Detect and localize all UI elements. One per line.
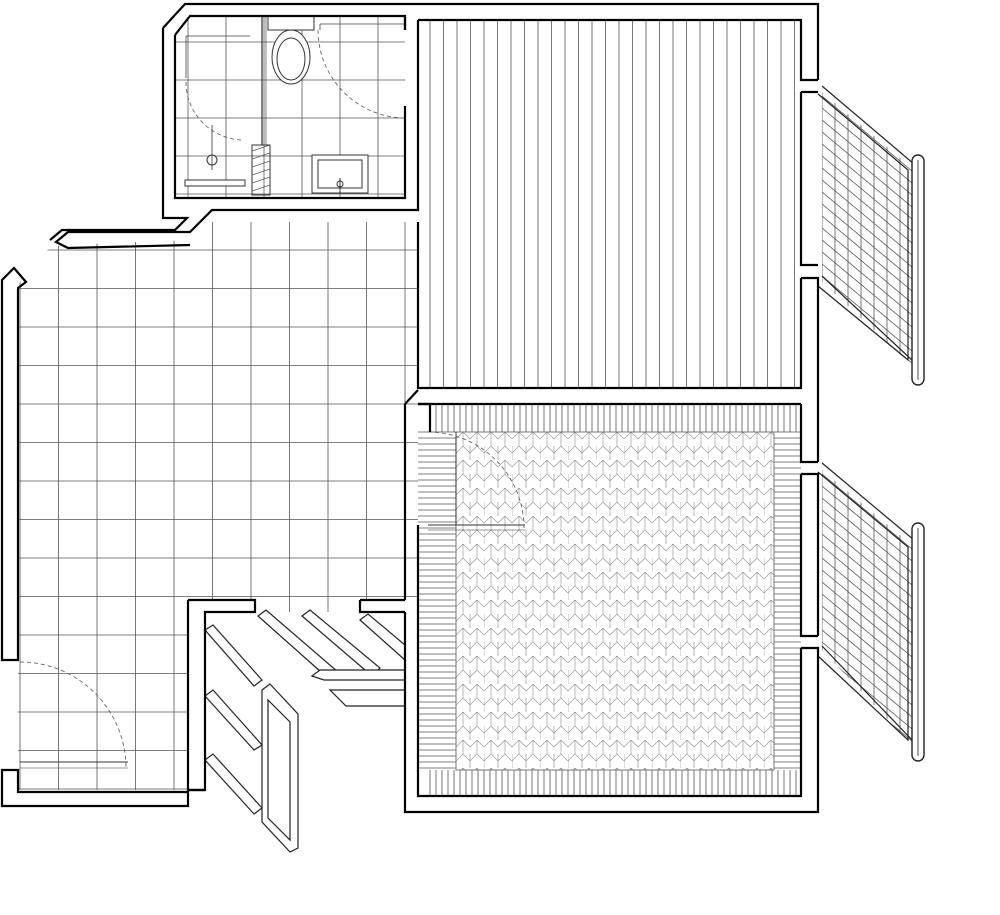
balcony-grid-line [822,191,912,268]
bathroom-door-swing [317,29,406,119]
balcony-grid-line [822,155,912,232]
doors [19,431,525,769]
balcony-grid-line [822,227,912,304]
partition-hatch [251,144,271,196]
balcony-grid-line [822,641,912,718]
bedroom-1-floor [429,20,795,388]
herringbone-field [455,431,775,771]
balcony-grid-line [822,167,912,244]
balcony-grid-line [822,701,912,745]
balcony-grid-line [822,323,912,365]
balcony-grid-line [822,239,912,316]
balcony-grid-line [822,143,912,220]
balcony-grid-line [822,95,912,172]
balcony-grid-line [822,737,912,745]
balcony-grid-line [822,470,912,526]
shower-bench [184,179,246,187]
balcony-grid-line [822,665,912,742]
bedroom-2-border-planks [418,404,801,796]
balcony-grid-line [822,311,912,365]
balcony-grid-line [822,372,912,447]
balcony-grid-line [822,275,912,352]
balcony-grid-line [822,119,912,196]
balcony-1-rail [817,85,925,386]
bedroom-2-floor [418,404,801,796]
balcony-grid-line [822,786,912,861]
balcony-grid-line [822,408,912,483]
balcony-grid-line [822,263,912,340]
balcony-grid-line [822,131,912,208]
balcony-grid-line [822,299,912,365]
balcony-grid-line [822,347,912,365]
toilet-tank [267,15,315,31]
balcony-grid-line [822,725,912,745]
balcony-grid-line [822,629,912,706]
balcony-grid-line [822,545,912,622]
balcony-grid-line [822,569,912,646]
balcony-grid-line [822,359,912,365]
walls [0,2,820,814]
balcony-grid-line [822,107,912,184]
living-tile-grid [18,222,418,790]
balcony-grid-line [822,470,912,538]
balcony-grid-line [822,215,912,292]
balcony-grid-line [822,557,912,634]
balcony-grid-line [822,420,912,495]
balcony-grid-line [822,762,912,837]
balcony-grid-line [822,485,912,562]
balcony-grid-line [822,497,912,574]
bathroom-fixtures [184,15,406,196]
balcony-grid-line [822,774,912,849]
balcony-grid-line [822,593,912,670]
balcony-grid-line [822,798,912,873]
balcony-grid-line [822,653,912,730]
balcony-grid-line [822,203,912,280]
balcony-grid-line [822,509,912,586]
balcony-grid-line [822,617,912,694]
balcony-grid-line [822,473,912,550]
balcony-grid-line [822,384,912,459]
balcony-2-rail [817,462,925,762]
entry-door-swing [19,661,127,769]
living-area-floor [18,222,418,790]
balcony-grid-line [822,521,912,598]
balcony-grid-line [822,750,912,825]
balcony-grid-line [822,396,912,471]
balcony-grid-line [822,533,912,610]
balcony-grid-line [822,92,912,160]
hall-cabinets [204,609,406,853]
balcony-grid-line [822,677,912,745]
balcony-grid-line [822,251,912,328]
bedroom-1-planks [429,20,795,388]
balcony-grid-line [822,581,912,658]
balcony-grid-line [822,179,912,256]
balcony-grid-line [822,605,912,682]
